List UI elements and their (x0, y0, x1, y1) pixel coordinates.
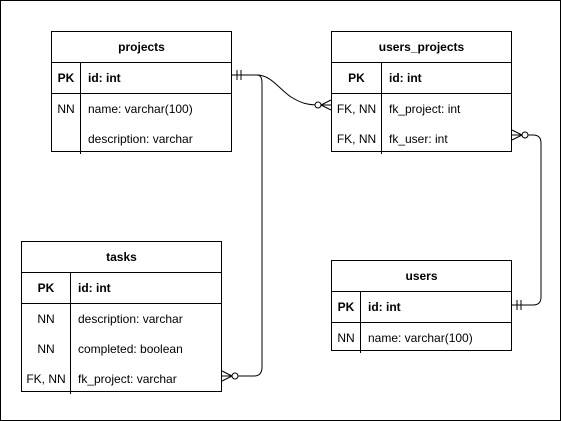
key-cell: NN (22, 334, 71, 364)
field-cell: id: int (389, 71, 422, 85)
entity-row: NN description: varchar (22, 304, 221, 334)
field-cell: description: varchar (88, 132, 193, 146)
entity-row: FK, NN fk_project: varchar (22, 364, 221, 394)
field-cell: id: int (78, 281, 111, 295)
entity-row: NN name: varchar(100) (332, 323, 511, 353)
entity-row: FK, NN fk_user: int (332, 124, 511, 154)
field-cell: fk_project: int (389, 102, 461, 116)
entity-row: PK id: int (52, 63, 231, 94)
entity-row: PK id: int (22, 273, 221, 304)
key-cell: FK, NN (332, 94, 382, 124)
field-cell: completed: boolean (78, 342, 183, 356)
field-cell: name: varchar(100) (368, 331, 473, 345)
relationship-projects-tasks[interactable] (221, 74, 263, 382)
field-cell: description: varchar (78, 312, 183, 326)
entity-title: projects (52, 32, 231, 63)
key-cell: PK (22, 273, 71, 303)
relationship-projects-users-projects[interactable] (232, 70, 332, 111)
entity-title: users (332, 261, 511, 292)
entity-row: NN completed: boolean (22, 334, 221, 364)
entity-tasks[interactable]: tasks PK id: int NN description: varchar… (21, 241, 222, 394)
key-cell: FK, NN (332, 124, 382, 154)
entity-title: tasks (22, 242, 221, 273)
key-cell: NN (332, 323, 361, 353)
entity-users[interactable]: users PK id: int NN name: varchar(100) (331, 260, 512, 353)
entity-row: PK id: int (332, 63, 511, 94)
key-cell: NN (22, 304, 71, 334)
entity-row: PK id: int (332, 292, 511, 323)
field-cell: fk_project: varchar (78, 372, 177, 386)
entity-row: NN name: varchar(100) (52, 94, 231, 124)
key-cell: PK (52, 63, 81, 93)
key-cell: PK (332, 63, 382, 93)
key-cell (52, 124, 81, 154)
relationship-users-users-projects[interactable] (511, 129, 542, 310)
field-cell: fk_user: int (389, 132, 448, 146)
field-cell: name: varchar(100) (88, 102, 193, 116)
entity-users-projects[interactable]: users_projects PK id: int FK, NN fk_proj… (331, 31, 512, 154)
entity-title: users_projects (332, 32, 511, 63)
entity-projects[interactable]: projects PK id: int NN name: varchar(100… (51, 31, 232, 154)
field-cell: id: int (368, 300, 401, 314)
key-cell: FK, NN (22, 364, 71, 394)
entity-row: description: varchar (52, 124, 231, 154)
key-cell: PK (332, 292, 361, 322)
entity-row: FK, NN fk_project: int (332, 94, 511, 124)
key-cell: NN (52, 94, 81, 124)
field-cell: id: int (88, 71, 121, 85)
